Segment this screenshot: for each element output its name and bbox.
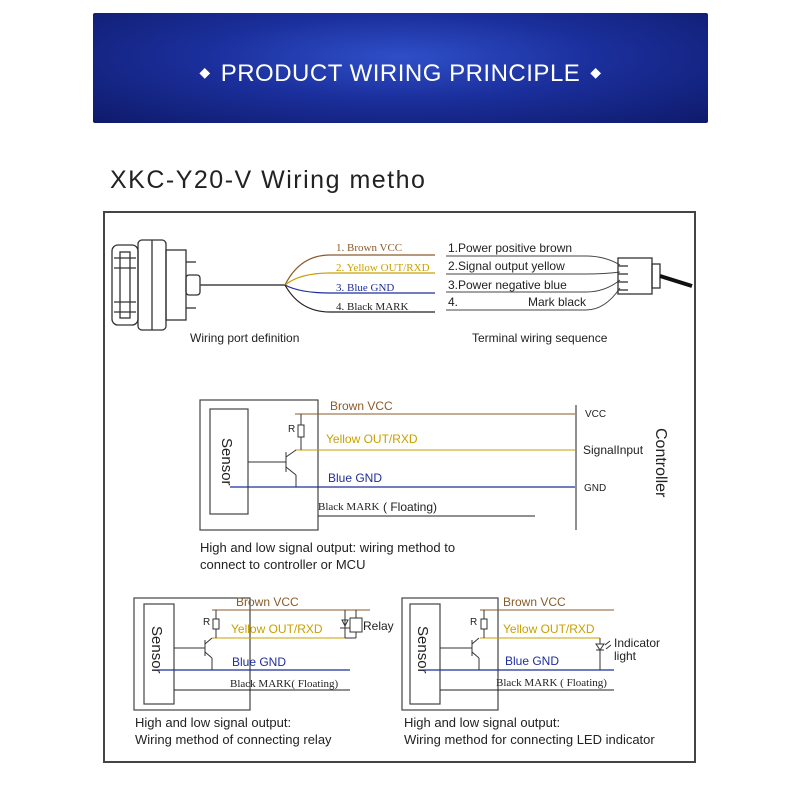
resistor-label: R	[288, 424, 295, 435]
transistor-symbol	[248, 414, 305, 487]
wire-label-black: 4. Black MARK	[336, 301, 408, 313]
banner-title: ◆ PRODUCT WIRING PRINCIPLE ◆	[93, 60, 708, 88]
relay-label: Relay	[363, 619, 394, 633]
led-blue-label: Blue GND	[505, 654, 559, 668]
relay-sensor-inner-box	[143, 603, 175, 705]
gnd-label: GND	[584, 483, 606, 494]
caption-wiring-port: Wiring port definition	[190, 331, 299, 345]
brown-wire	[284, 254, 435, 286]
black-floating-label: ( Floating)	[383, 500, 437, 514]
relay-sensor-box	[133, 597, 251, 711]
indicator-label-line2: light	[614, 649, 637, 663]
black-label: Black MARK	[318, 501, 379, 513]
led-caption-line1: High and low signal output:	[404, 715, 560, 730]
led-yellow-label: Yellow OUT/RXD	[503, 622, 595, 636]
black-wire	[284, 284, 435, 313]
terminal-label-2: 2.Signal output yellow	[448, 259, 565, 273]
relay-caption-line2: Wiring method of connecting relay	[135, 732, 332, 747]
terminal-cable	[659, 274, 693, 288]
vcc-label: VCC	[585, 409, 606, 420]
relay-blue-label: Blue GND	[232, 655, 286, 669]
relay-sensor-label: Sensor	[148, 626, 165, 674]
diagram-frame	[103, 211, 696, 763]
led-brown-label: Brown VCC	[503, 595, 566, 609]
indicator-label-line1: Indicator	[614, 636, 660, 650]
relay-coil-icon	[340, 610, 363, 639]
wire-label-blue: 3. Blue GND	[336, 282, 394, 294]
diamond-icon: ◆	[199, 64, 211, 80]
sensor-label: Sensor	[218, 438, 235, 486]
controller-label: Controller	[652, 428, 669, 498]
relay-brown-label: Brown VCC	[236, 595, 299, 609]
yellow-wire	[284, 272, 435, 286]
yellow-label: Yellow OUT/RXD	[326, 432, 418, 446]
sensor-connector-drawing	[111, 239, 201, 331]
relay-yellow-label: Yellow OUT/RXD	[231, 622, 323, 636]
led-caption-line2: Wiring method for connecting LED indicat…	[404, 732, 655, 747]
led-transistor-symbol	[440, 610, 488, 670]
terminal-label-3: 3.Power negative blue	[448, 278, 567, 292]
signal-input-label: SignalInput	[583, 443, 644, 457]
wire-label-yellow: 2. Yellow OUT/RXD	[336, 262, 430, 274]
terminal-label-4-text: Mark black	[528, 295, 587, 309]
wire-label-brown: 1. Brown VCC	[336, 242, 402, 254]
relay-caption-line1: High and low signal output:	[135, 715, 291, 730]
led-black-label: Black MARK ( Floating)	[496, 677, 607, 689]
terminal-label-4-number: 4.	[448, 295, 458, 309]
sensor-box	[199, 399, 319, 531]
banner-title-text: PRODUCT WIRING PRINCIPLE	[220, 60, 581, 87]
led-sensor-inner-box	[409, 603, 441, 705]
led-circuit: Sensor R Indicator light Brown VCC Yel	[401, 595, 660, 747]
relay-black-label: Black MARK( Floating)	[230, 678, 338, 690]
blue-wire	[284, 284, 435, 294]
relay-circuit: Sensor R Relay Brown VCC Yellow OUT	[133, 595, 394, 747]
controller-circuit: Sensor R Brown VCC Yellow OUT/RXD Blue G…	[199, 399, 669, 572]
controller-caption-line2: connect to controller or MCU	[200, 557, 365, 572]
header-banner: ◆ PRODUCT WIRING PRINCIPLE ◆	[93, 13, 708, 123]
brown-label: Brown VCC	[330, 399, 393, 413]
controller-caption-line1: High and low signal output: wiring metho…	[200, 540, 455, 555]
page-subtitle: XKC-Y20-V Wiring metho	[110, 166, 427, 194]
caption-terminal-sequence: Terminal wiring sequence	[472, 331, 608, 345]
indicator-light-icon	[595, 638, 612, 670]
blue-label: Blue GND	[328, 471, 382, 485]
diamond-icon: ◆	[590, 64, 602, 80]
led-sensor-box	[401, 597, 499, 711]
terminal-label-1: 1.Power positive brown	[448, 241, 572, 255]
relay-resistor-label: R	[203, 617, 210, 628]
led-resistor-label: R	[470, 617, 477, 628]
terminal-connector-drawing	[617, 257, 661, 295]
led-sensor-label: Sensor	[414, 626, 431, 674]
relay-transistor-symbol	[174, 610, 220, 670]
